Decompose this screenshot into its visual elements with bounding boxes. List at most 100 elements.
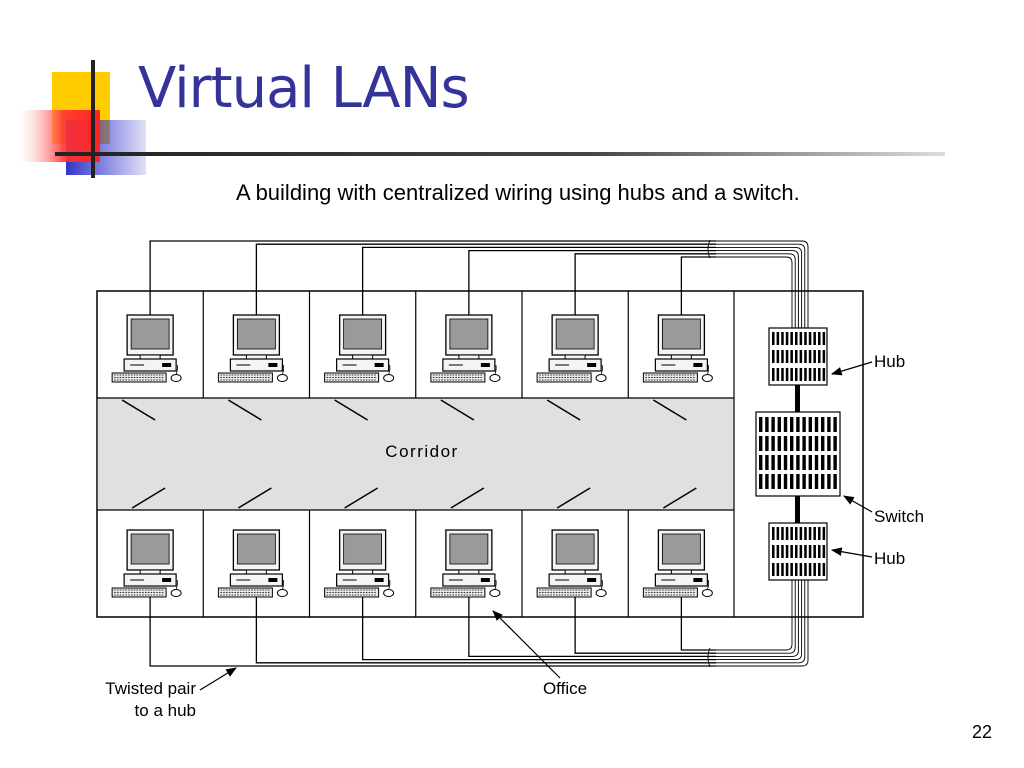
port	[772, 527, 775, 540]
port	[802, 417, 806, 432]
port	[799, 563, 803, 576]
port	[804, 563, 807, 576]
office-doors	[121, 399, 697, 509]
port	[818, 350, 821, 363]
port	[818, 527, 821, 540]
door-top-2	[227, 399, 262, 421]
hub-bottom-label: Hub	[874, 549, 905, 568]
port	[821, 455, 825, 470]
port	[822, 332, 826, 345]
door-top-6	[652, 399, 687, 421]
bundle-wire-top	[716, 256, 793, 330]
port	[833, 474, 837, 489]
port	[804, 332, 807, 345]
bundle-wire-bottom	[716, 578, 799, 657]
port	[799, 527, 803, 540]
port	[765, 417, 769, 432]
port	[771, 455, 775, 470]
port	[822, 563, 826, 576]
port	[795, 545, 798, 558]
door-bottom-3	[344, 487, 379, 509]
bundle-wire-top	[716, 243, 806, 330]
bundle-wire-top	[716, 250, 799, 330]
port	[783, 417, 788, 432]
slide-logo	[18, 60, 146, 178]
office-label: Office	[543, 679, 587, 698]
switch-arrow	[843, 495, 873, 513]
port	[772, 368, 775, 381]
hub-top	[768, 327, 828, 386]
port	[790, 455, 794, 470]
port	[759, 417, 763, 432]
port	[833, 455, 837, 470]
port	[772, 563, 775, 576]
port	[821, 417, 825, 432]
corridor	[97, 398, 734, 510]
twisted-pair-label: Twisted pair	[105, 679, 196, 698]
port	[808, 417, 813, 432]
port	[781, 368, 784, 381]
port	[785, 332, 789, 345]
office-arrow	[492, 610, 561, 679]
slide-title: Virtual LANs	[138, 56, 470, 121]
bundle-wire-bottom	[716, 578, 796, 654]
port	[776, 545, 780, 558]
port	[802, 474, 806, 489]
port	[813, 545, 816, 558]
port	[776, 563, 780, 576]
port	[772, 350, 775, 363]
port	[783, 436, 788, 451]
port	[808, 332, 812, 345]
port	[808, 436, 813, 451]
port	[804, 545, 807, 558]
cable-top-6	[680, 256, 716, 315]
port	[790, 563, 793, 576]
port	[759, 474, 763, 489]
port	[781, 350, 784, 363]
port	[785, 527, 789, 540]
port	[777, 417, 782, 432]
cable-top-2	[255, 243, 716, 315]
bundle-clamp	[707, 647, 711, 668]
hub-bottom-arrow	[830, 547, 873, 558]
port	[808, 563, 812, 576]
port	[785, 545, 789, 558]
port	[818, 368, 821, 381]
bundle-wire-top	[716, 246, 803, 330]
port	[790, 332, 793, 345]
door-bottom-4	[450, 487, 485, 509]
cable-bundle-bottom	[707, 578, 809, 668]
port	[822, 527, 826, 540]
port	[781, 563, 784, 576]
port	[822, 350, 826, 363]
cable-top-1	[149, 240, 716, 315]
hub-switch-link-top	[795, 385, 800, 412]
door-bottom-1	[131, 487, 166, 509]
switch-label: Switch	[874, 507, 924, 526]
cable-bottom-1	[149, 595, 716, 667]
port	[833, 417, 837, 432]
port	[813, 563, 816, 576]
port	[795, 527, 798, 540]
bundle-wire-bottom	[716, 578, 803, 661]
port	[821, 436, 825, 451]
port	[833, 436, 837, 451]
port	[808, 368, 812, 381]
port	[790, 417, 794, 432]
port	[790, 527, 793, 540]
port	[790, 545, 793, 558]
cable-bundle-top	[707, 239, 809, 330]
port	[796, 474, 800, 489]
bundle-wire-bottom	[716, 578, 806, 664]
door-top-5	[546, 399, 581, 421]
slide-subtitle: A building with centralized wiring using…	[236, 180, 800, 205]
cable-bottom-4	[468, 595, 716, 658]
port	[814, 417, 819, 432]
port	[776, 527, 780, 540]
port	[795, 332, 798, 345]
port	[813, 527, 816, 540]
port	[804, 368, 807, 381]
port	[776, 368, 780, 381]
cable-bottom-6	[680, 595, 716, 651]
